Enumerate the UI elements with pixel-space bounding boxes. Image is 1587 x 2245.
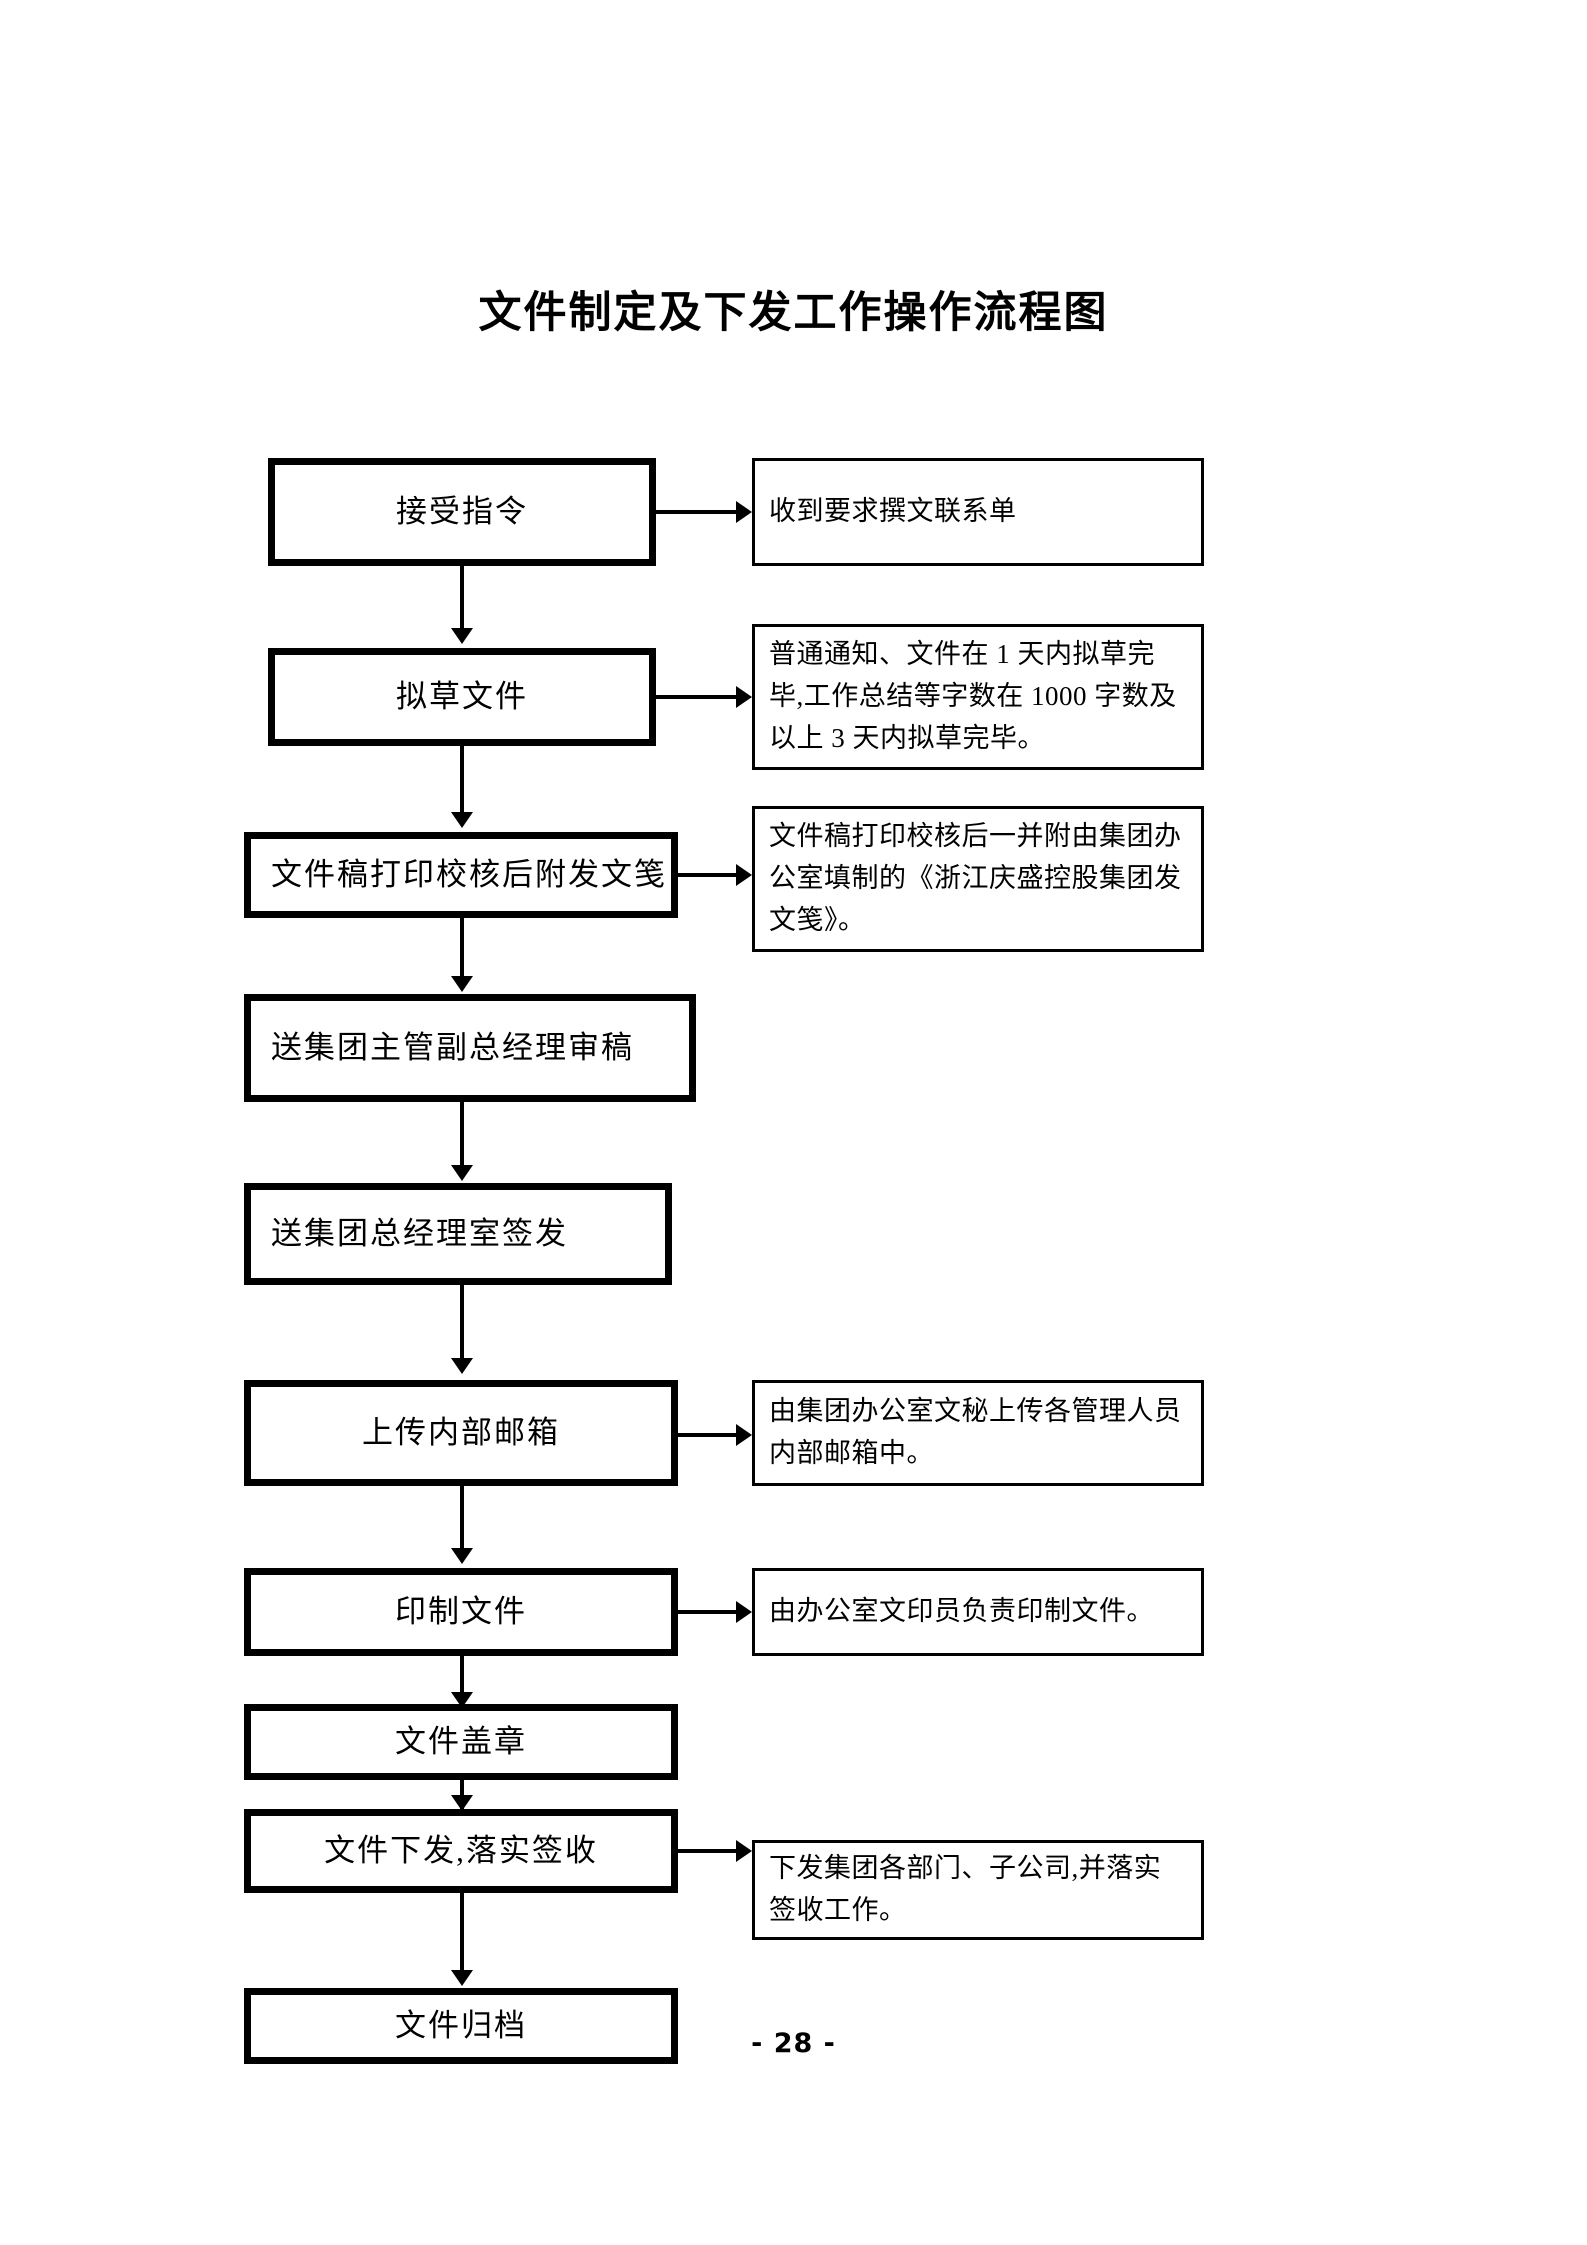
note-step-2-label: 普通通知、文件在 1 天内拟草完毕,工作总结等字数在 1000 字数及以上 3 … <box>769 639 1177 753</box>
connector-step-2-to-note-2 <box>656 695 738 699</box>
flow-step-1-box[interactable]: 接受指令 <box>268 458 656 566</box>
flow-step-9-label: 文件下发,落实签收 <box>324 1832 598 1868</box>
arrowhead-right-icon <box>736 1424 752 1446</box>
note-step-6-box: 由集团办公室文秘上传各管理人员内部邮箱中。 <box>752 1380 1204 1486</box>
connector-step-3-to-step-4 <box>460 918 464 980</box>
note-step-3-box: 文件稿打印校核后一并附由集团办公室填制的《浙江庆盛控股集团发文笺》。 <box>752 806 1204 952</box>
arrowhead-down-icon <box>451 1795 473 1811</box>
flow-step-2-label: 拟草文件 <box>396 678 528 714</box>
connector-step-1-to-step-2 <box>460 566 464 634</box>
connector-step-9-to-note-9 <box>678 1849 738 1853</box>
connector-step-3-to-note-3 <box>678 873 738 877</box>
flow-step-5-label: 送集团总经理室签发 <box>271 1215 568 1251</box>
page-number: - 28 - <box>751 2028 836 2059</box>
flow-step-3-box[interactable]: 文件稿打印校核后附发文笺 <box>244 832 678 918</box>
flow-step-10-label: 文件归档 <box>395 2007 527 2043</box>
arrowhead-right-icon <box>736 864 752 886</box>
arrowhead-down-icon <box>451 1548 473 1564</box>
connector-step-9-to-step-10 <box>460 1893 464 1975</box>
note-step-9-box: 下发集团各部门、子公司,并落实签收工作。 <box>752 1840 1204 1940</box>
note-step-2-box: 普通通知、文件在 1 天内拟草完毕,工作总结等字数在 1000 字数及以上 3 … <box>752 624 1204 770</box>
connector-step-7-to-note-7 <box>678 1610 738 1614</box>
flow-step-6-label: 上传内部邮箱 <box>362 1414 560 1450</box>
arrowhead-right-icon <box>736 501 752 523</box>
flow-step-3-label: 文件稿打印校核后附发文笺 <box>271 856 667 892</box>
arrowhead-down-icon <box>451 1970 473 1986</box>
flow-step-9-box[interactable]: 文件下发,落实签收 <box>244 1809 678 1893</box>
connector-step-5-to-step-6 <box>460 1285 464 1363</box>
flow-step-1-label: 接受指令 <box>396 493 528 529</box>
connector-step-6-to-step-7 <box>460 1486 464 1554</box>
note-step-3-label: 文件稿打印校核后一并附由集团办公室填制的《浙江庆盛控股集团发文笺》。 <box>769 821 1182 935</box>
arrowhead-right-icon <box>736 686 752 708</box>
flow-step-6-box[interactable]: 上传内部邮箱 <box>244 1380 678 1486</box>
connector-step-2-to-step-3 <box>460 746 464 818</box>
flow-step-7-label: 印制文件 <box>395 1593 527 1629</box>
arrowhead-right-icon <box>736 1601 752 1623</box>
note-step-7-box: 由办公室文印员负责印制文件。 <box>752 1568 1204 1656</box>
flow-step-10-box[interactable]: 文件归档 <box>244 1988 678 2064</box>
flow-step-4-box[interactable]: 送集团主管副总经理审稿 <box>244 994 696 1102</box>
flow-step-2-box[interactable]: 拟草文件 <box>268 648 656 746</box>
arrowhead-down-icon <box>451 628 473 644</box>
flow-step-8-box[interactable]: 文件盖章 <box>244 1704 678 1780</box>
flow-step-7-box[interactable]: 印制文件 <box>244 1568 678 1656</box>
note-step-7-label: 由办公室文印员负责印制文件。 <box>769 1596 1154 1627</box>
flow-step-5-box[interactable]: 送集团总经理室签发 <box>244 1183 672 1285</box>
arrowhead-right-icon <box>736 1840 752 1862</box>
note-step-9-label: 下发集团各部门、子公司,并落实签收工作。 <box>769 1853 1162 1925</box>
arrowhead-down-icon <box>451 812 473 828</box>
page-title: 文件制定及下发工作操作流程图 <box>478 288 1109 338</box>
arrowhead-down-icon <box>451 976 473 992</box>
note-step-6-label: 由集团办公室文秘上传各管理人员内部邮箱中。 <box>769 1396 1182 1468</box>
flow-step-8-label: 文件盖章 <box>395 1723 527 1759</box>
note-step-1-label: 收到要求撰文联系单 <box>769 496 1017 527</box>
connector-step-7-to-step-8 <box>460 1656 464 1710</box>
flow-step-4-label: 送集团主管副总经理审稿 <box>271 1029 634 1065</box>
arrowhead-down-icon <box>451 1358 473 1374</box>
connector-step-1-to-note-1 <box>656 510 738 514</box>
arrowhead-down-icon <box>451 1165 473 1181</box>
note-step-1-box: 收到要求撰文联系单 <box>752 458 1204 566</box>
connector-step-6-to-note-6 <box>678 1433 738 1437</box>
connector-step-4-to-step-5 <box>460 1102 464 1170</box>
